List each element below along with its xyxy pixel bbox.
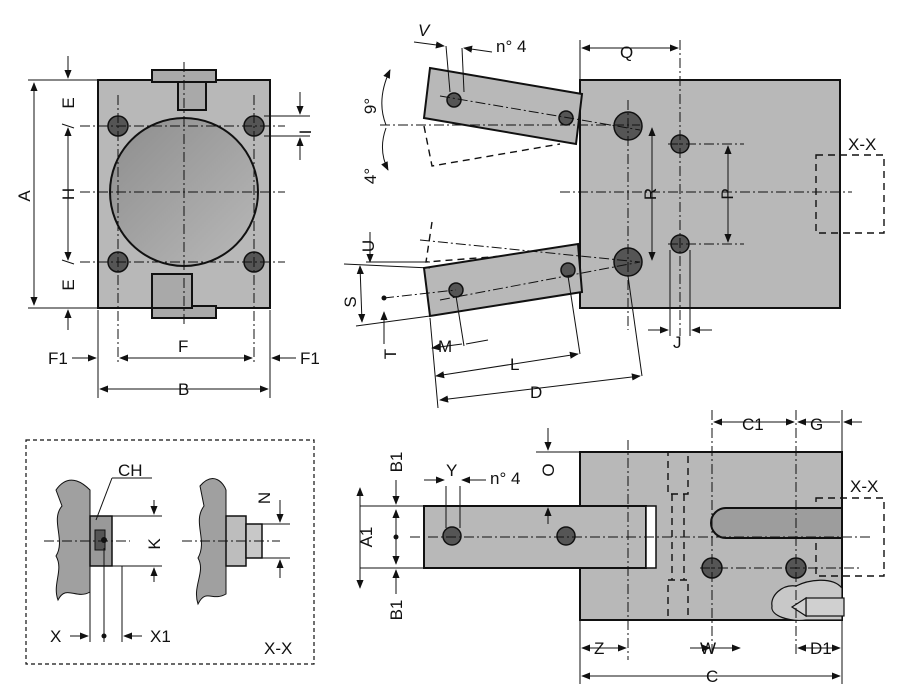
section-frame — [25, 439, 315, 665]
dim-H: H — [59, 188, 78, 200]
angle-9: 9° — [361, 98, 380, 114]
dim-B1-top: B1 — [387, 452, 406, 473]
dim-V: V — [418, 21, 431, 40]
dim-F1-left: F1 — [48, 349, 68, 368]
top-port — [177, 81, 207, 111]
dim-Q: Q — [620, 43, 633, 62]
side-view: X-X C1 G O — [356, 410, 885, 686]
dim-E-bottom: E — [59, 279, 78, 290]
angle-4: 4° — [361, 168, 380, 184]
guide-slot — [710, 507, 843, 539]
section-title: X-X — [264, 639, 292, 658]
dim-Z: Z — [594, 639, 604, 658]
dim-U: U — [359, 240, 378, 252]
bottom-port — [151, 273, 193, 309]
upper-jaw-ghost — [423, 125, 561, 167]
note-n4-top: n° 4 — [496, 37, 526, 56]
dim-D1: D1 — [810, 639, 832, 658]
dim-E-top: E — [59, 97, 78, 108]
label-CH: CH — [118, 461, 143, 480]
dim-O: O — [539, 463, 558, 476]
slide-pin — [442, 526, 462, 546]
hidden-bore — [667, 451, 689, 495]
dim-C1: C1 — [742, 415, 764, 434]
dim-L: L — [510, 355, 519, 374]
dim-M: M — [438, 337, 452, 356]
dim-P: P — [718, 188, 737, 199]
section-cut-left — [55, 479, 91, 602]
jaw-pin — [446, 92, 462, 108]
dim-B: B — [178, 380, 189, 399]
dim-D: D — [530, 383, 542, 402]
dim-N: N — [255, 492, 274, 504]
section-label-side: X-X — [850, 477, 878, 496]
jaw-body — [579, 79, 841, 309]
note-n4-bottom: n° 4 — [490, 469, 520, 488]
set-screw — [805, 597, 845, 617]
dim-R: R — [641, 188, 660, 200]
upper-jaw — [422, 66, 584, 146]
dim-Y: Y — [446, 461, 457, 480]
dim-W: W — [700, 639, 716, 658]
section-label-top: X-X — [848, 135, 876, 154]
hidden-bore — [667, 579, 689, 621]
section-cut-right — [196, 478, 227, 606]
dim-A: A — [15, 190, 34, 202]
dim-X: X — [50, 627, 61, 646]
dim-X1: X1 — [150, 627, 171, 646]
dim-C: C — [706, 667, 718, 686]
section-box — [815, 154, 885, 234]
front-view: A E H E I F1 F F1 B — [15, 56, 320, 399]
dim-K: K — [145, 538, 164, 550]
dim-A1: A1 — [357, 527, 376, 548]
dim-F: F — [178, 337, 188, 356]
dim-F1-right: F1 — [300, 349, 320, 368]
slide-pin — [556, 526, 576, 546]
lower-jaw — [422, 242, 584, 318]
dim-G: G — [810, 415, 823, 434]
jaw-view: X-X V n° 4 — [341, 21, 885, 409]
dim-I: I — [296, 130, 315, 135]
section-view: CH K N X X1 X-X — [25, 439, 315, 665]
dim-B1-bottom: B1 — [387, 600, 406, 621]
dim-T: T — [381, 349, 400, 359]
dim-S: S — [341, 296, 360, 307]
dim-J: J — [673, 333, 682, 352]
